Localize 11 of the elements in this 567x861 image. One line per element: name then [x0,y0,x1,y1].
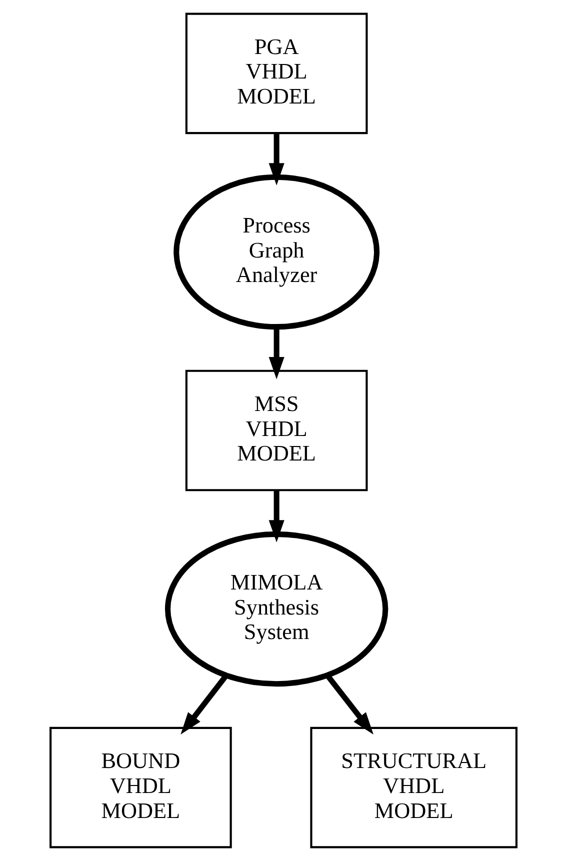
node-box: PGA VHDL MODEL [185,12,368,134]
arrow [268,133,284,186]
node-box: STRUCTURAL VHDL MODEL [310,726,518,848]
arrow [180,674,229,734]
arrow [325,674,374,734]
node-ellipse: MIMOLA Synthesis System [164,531,388,687]
node-ellipse: Process Graph Analyzer [174,174,380,330]
arrow [268,326,284,380]
arrow [268,490,284,542]
node-box: BOUND VHDL MODEL [50,726,232,848]
node-box: MSS VHDL MODEL [185,370,368,492]
